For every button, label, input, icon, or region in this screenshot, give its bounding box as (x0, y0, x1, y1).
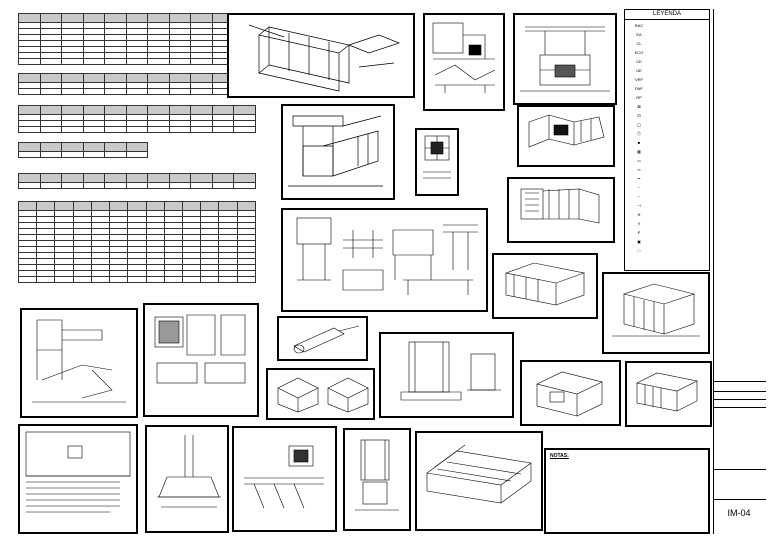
detail-drawing (426, 444, 532, 504)
detail-register-installation (143, 303, 259, 417)
legend-item: Ρ (637, 230, 641, 235)
detail-insulated-duct (492, 253, 598, 319)
detail-insulated-duct-typical (625, 361, 712, 427)
title-block-divider (714, 469, 766, 470)
title-block-divider (714, 499, 766, 500)
detail-drawing (154, 314, 246, 384)
detail-grille-mounting (415, 128, 459, 196)
title-block-divider (714, 381, 766, 382)
detail-drawing (25, 431, 131, 513)
detail-drawing (32, 319, 126, 403)
legend-item: ▭ (637, 158, 641, 163)
legend-item: Ⓣ (637, 131, 641, 136)
detail-duct-assembly (227, 13, 415, 98)
sheet-number: IM-04 (727, 508, 751, 518)
detail-condensing-unit-support (343, 428, 411, 531)
detail-duct-diffuser (266, 368, 375, 420)
detail-typical-duct-supports (281, 208, 488, 312)
legend-item: PAP (635, 86, 643, 91)
detail-drawing (423, 135, 451, 179)
legend-item: ╌ (637, 194, 641, 199)
legend-item: RP (636, 95, 642, 100)
detail-drawing (277, 377, 369, 413)
legend-item: RAC (634, 23, 644, 28)
detail-drawing (293, 325, 360, 354)
detail-drawing (504, 262, 586, 306)
detail-condenser-connection (232, 426, 337, 532)
legend-item: ▦ (637, 149, 641, 154)
detail-equipment-mounting (602, 272, 710, 354)
title-block-divider (714, 407, 766, 408)
detail-drawing (296, 217, 478, 295)
detail-drawing (400, 341, 501, 401)
legend-item: ■ (637, 140, 641, 145)
general-notes: NOTAS: (544, 448, 710, 534)
legend-item: VRF (635, 77, 643, 82)
detail-drawing (432, 22, 496, 93)
detail-drawing (520, 26, 610, 92)
detail-refrigerant-pipe (277, 316, 368, 361)
equipment-table-5 (18, 173, 256, 189)
title-block-divider (714, 399, 766, 400)
legend-item: ⊡ (637, 113, 641, 118)
title-block-divider (714, 391, 766, 392)
detail-drawing (636, 372, 698, 412)
detail-diffuser-connection (517, 105, 615, 167)
legend-item: CE (636, 59, 642, 64)
legend-item: ▣ (637, 239, 641, 244)
detail-roof-base (415, 431, 543, 531)
equipment-table-4 (18, 142, 148, 158)
detail-drawing (528, 114, 605, 148)
detail-ventilation-unit (520, 360, 621, 426)
detail-drawing (612, 283, 700, 337)
detail-drawing (520, 188, 600, 224)
legend-title: LEYENDA (625, 10, 709, 20)
detail-exhaust-hood (145, 425, 229, 533)
legend-item: ◯ (636, 122, 642, 127)
detail-drawing (355, 439, 399, 511)
detail-drawing (536, 371, 603, 417)
detail-fan-support (513, 13, 617, 105)
detail-condensing-unit-anchor (379, 332, 514, 418)
title-block (713, 9, 766, 534)
legend-item: ⊠ (637, 104, 641, 109)
legend-item: □ (637, 248, 641, 253)
legend-item: ⊣ (637, 203, 641, 208)
equipment-table-3 (18, 105, 256, 133)
equipment-table-2 (18, 73, 256, 95)
equipment-table-6 (17, 201, 257, 283)
legend-item: ≋ (637, 212, 641, 217)
legend-item: ⏚ (637, 221, 641, 226)
equipment-table-1 (18, 13, 256, 65)
legend-item: EA (636, 32, 642, 37)
detail-condensate-drain (423, 13, 505, 111)
detail-duct-supports (281, 104, 395, 200)
legend-item: ┄ (637, 185, 641, 190)
detail-drawing (244, 445, 324, 509)
legend-panel: LEYENDA RAC EA CL ECO CE UE VRF PAP RP ⊠… (624, 9, 710, 271)
detail-ceiling-plan (18, 424, 138, 534)
detail-drawing (288, 115, 383, 187)
legend-item: CL (636, 41, 642, 46)
detail-louver-installation (20, 308, 138, 418)
notes-title: NOTAS: (550, 453, 569, 459)
detail-drawing (248, 24, 401, 92)
legend-item: ECO (634, 50, 644, 55)
legend-item: ═ (637, 167, 641, 172)
legend-item: ━ (637, 176, 641, 181)
detail-drawing (157, 435, 221, 508)
legend-item: UE (636, 68, 642, 73)
detail-flexible-connection (507, 177, 615, 243)
